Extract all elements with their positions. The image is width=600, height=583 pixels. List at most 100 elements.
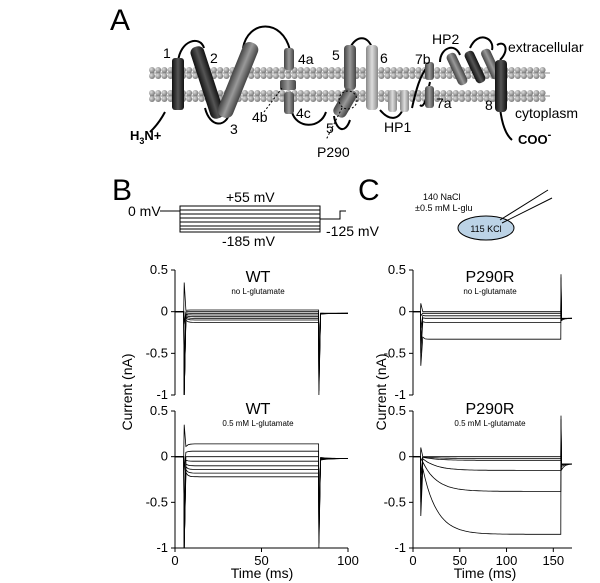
- y-tick-label: -0.5: [146, 494, 168, 509]
- lipid-head: [186, 90, 193, 96]
- label-8: 8: [485, 97, 493, 113]
- helix-2: [190, 46, 224, 119]
- lipid-head: [297, 73, 304, 79]
- lipid-head: [279, 96, 286, 102]
- lipid-head: [397, 73, 403, 79]
- lipid-head: [192, 90, 199, 96]
- helix-3: [217, 42, 259, 118]
- lipid-head: [539, 67, 546, 73]
- lipid-head: [254, 96, 261, 102]
- lipid-head: [521, 96, 527, 102]
- lipid-head: [291, 73, 298, 79]
- lipid-head: [223, 67, 230, 73]
- lipid-head: [459, 90, 465, 96]
- lipid-head: [409, 73, 416, 79]
- y-tick-label: -1: [394, 387, 406, 402]
- lipid-head: [297, 90, 304, 96]
- label-5: 5: [332, 47, 340, 63]
- lipid-head: [508, 90, 515, 96]
- panel-a: A: [110, 4, 584, 160]
- c-traces: [413, 274, 573, 535]
- lipid-head: [161, 96, 168, 102]
- y-tick-label: -0.5: [384, 345, 406, 360]
- y-tick-label: 0: [399, 449, 406, 464]
- current-trace: [175, 450, 348, 544]
- lipid-head: [322, 73, 329, 79]
- c-solution-line2: ±0.5 mM L-glu: [415, 203, 472, 213]
- lipid-head: [186, 96, 193, 102]
- lipid-head: [359, 67, 366, 73]
- helix-4a: [284, 48, 294, 70]
- lipid-head: [465, 73, 472, 79]
- lipid-head: [279, 67, 286, 73]
- lipid-head: [297, 67, 304, 73]
- lipid-head: [483, 90, 490, 96]
- y-tick-label: -1: [156, 540, 168, 555]
- current-trace: [175, 456, 348, 549]
- b-bottom-subtitle: 0.5 mM L-glutamate: [222, 419, 294, 428]
- lipid-head: [378, 67, 385, 73]
- lipid-head: [335, 90, 341, 96]
- lipid-head: [409, 90, 416, 96]
- lipid-head: [384, 67, 391, 73]
- helix-hp1-b: [400, 90, 409, 112]
- current-trace: [175, 311, 348, 396]
- voltage-protocol: [160, 205, 346, 233]
- lipid-head: [328, 90, 335, 96]
- lipid-head: [539, 73, 546, 79]
- lipid-head: [446, 90, 453, 96]
- lipid-head: [285, 73, 292, 79]
- lipid-head: [316, 67, 323, 73]
- lipid-head: [155, 96, 162, 102]
- lipid-head: [465, 96, 472, 102]
- lipid-head: [490, 90, 496, 96]
- lipid-head: [465, 67, 472, 73]
- current-trace: [175, 311, 348, 391]
- lipid-head: [471, 90, 478, 96]
- y-tick-label: 0: [161, 304, 168, 319]
- lipid-head: [304, 73, 310, 79]
- label-4a: 4a: [298, 51, 314, 67]
- helix-7b: [425, 62, 434, 80]
- y-tick-label: 0.5: [388, 262, 406, 277]
- lipid-head: [527, 90, 534, 96]
- lipid-head: [260, 96, 267, 102]
- lipid-head: [397, 67, 403, 73]
- lipid-head: [490, 96, 496, 102]
- y-tick-label: -1: [394, 540, 406, 555]
- lipid-head: [198, 96, 205, 102]
- current-trace: [175, 311, 349, 396]
- label-c-terminus: COO-: [518, 129, 552, 147]
- lipid-head: [446, 96, 453, 102]
- lipid-head: [186, 73, 193, 79]
- lipid-head: [539, 90, 546, 96]
- lipid-head: [328, 73, 335, 79]
- lipid-head: [527, 73, 534, 79]
- lipid-head: [279, 73, 286, 79]
- lipid-head: [254, 73, 261, 79]
- helix-7a: [425, 86, 434, 108]
- lipid-head: [440, 96, 447, 102]
- lipid-head: [378, 96, 385, 102]
- lipid-head: [434, 90, 441, 96]
- c-xlabel: Time (ms): [454, 565, 516, 581]
- lipid-head: [155, 73, 162, 79]
- y-tick-label: 0.5: [150, 403, 168, 418]
- lipid-head: [149, 73, 155, 79]
- lipid-head: [149, 96, 155, 102]
- lipid-head: [508, 73, 515, 79]
- lipid-head: [304, 90, 310, 96]
- lipid-head: [483, 96, 490, 102]
- x-tick-label: 0: [409, 553, 416, 568]
- label-n-terminus: H3N+: [130, 128, 162, 146]
- oocyte-pipette: [457, 189, 553, 241]
- current-trace: [175, 456, 349, 549]
- label-7b: 7b: [415, 51, 431, 67]
- helix-hp2-b: [464, 50, 486, 84]
- lipid-head: [514, 73, 521, 79]
- helix-4b: [280, 80, 296, 90]
- lipid-head: [161, 67, 168, 73]
- lipid-head: [359, 96, 366, 102]
- lipid-head: [223, 73, 230, 79]
